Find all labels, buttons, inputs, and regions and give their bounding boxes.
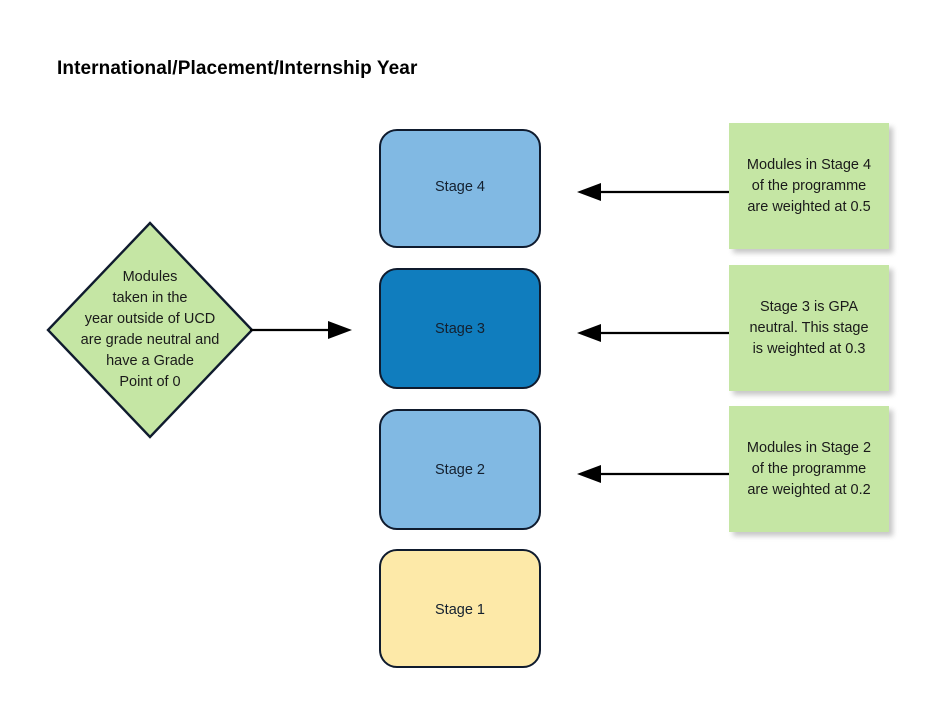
stage-box-1[interactable]: Stage 1: [379, 549, 541, 668]
arrow-diamond-to-stage3: [250, 321, 352, 339]
stage-4-label: Stage 4: [435, 179, 485, 195]
stage-box-4[interactable]: Stage 4: [379, 129, 541, 248]
diamond-line-3: year outside of UCD: [84, 311, 216, 327]
note-stage-3: Stage 3 is GPA neutral. This stage is we…: [729, 265, 889, 391]
note-stage-4-line-2: of the programme: [751, 177, 867, 194]
stage-box-2[interactable]: Stage 2: [379, 409, 541, 530]
arrow-note-2-to-stage-2: [577, 465, 729, 483]
diamond-line-5: have a Grade: [106, 353, 194, 369]
diamond-line-2: taken in the: [112, 290, 188, 306]
diamond-line-6: Point of 0: [119, 374, 181, 390]
note-stage-3-line-1: Stage 3 is GPA: [759, 298, 859, 315]
stage-2-label: Stage 2: [435, 462, 485, 478]
note-stage-3-line-2: neutral. This stage: [749, 319, 869, 336]
note-stage-4: Modules in Stage 4 of the programme are …: [729, 123, 889, 249]
diamond-line-4: are grade neutral and: [80, 332, 220, 348]
diamond-shape: [46, 221, 254, 439]
note-stage-4-line-1: Modules in Stage 4: [746, 156, 872, 173]
grade-neutral-diamond: Modules taken in the year outside of UCD…: [45, 220, 255, 440]
diamond-line-1: Modules: [122, 269, 178, 285]
stage-box-3[interactable]: Stage 3: [379, 268, 541, 389]
note-stage-2-line-1: Modules in Stage 2: [746, 439, 872, 456]
page-title: International/Placement/Internship Year: [57, 58, 418, 79]
stage-1-label: Stage 1: [435, 602, 485, 618]
note-stage-2-line-3: are weighted at 0.2: [747, 481, 871, 498]
note-stage-4-line-3: are weighted at 0.5: [747, 198, 871, 215]
arrow-note-4-to-stage-4: [577, 183, 729, 201]
note-stage-2: Modules in Stage 2 of the programme are …: [729, 406, 889, 532]
arrow-note-3-to-stage-3: [577, 324, 729, 342]
stage-3-label: Stage 3: [435, 321, 485, 337]
diamond-text: Modules taken in the year outside of UCD…: [63, 220, 237, 440]
note-stage-3-line-3: is weighted at 0.3: [752, 340, 866, 357]
note-stage-2-line-2: of the programme: [751, 460, 867, 477]
